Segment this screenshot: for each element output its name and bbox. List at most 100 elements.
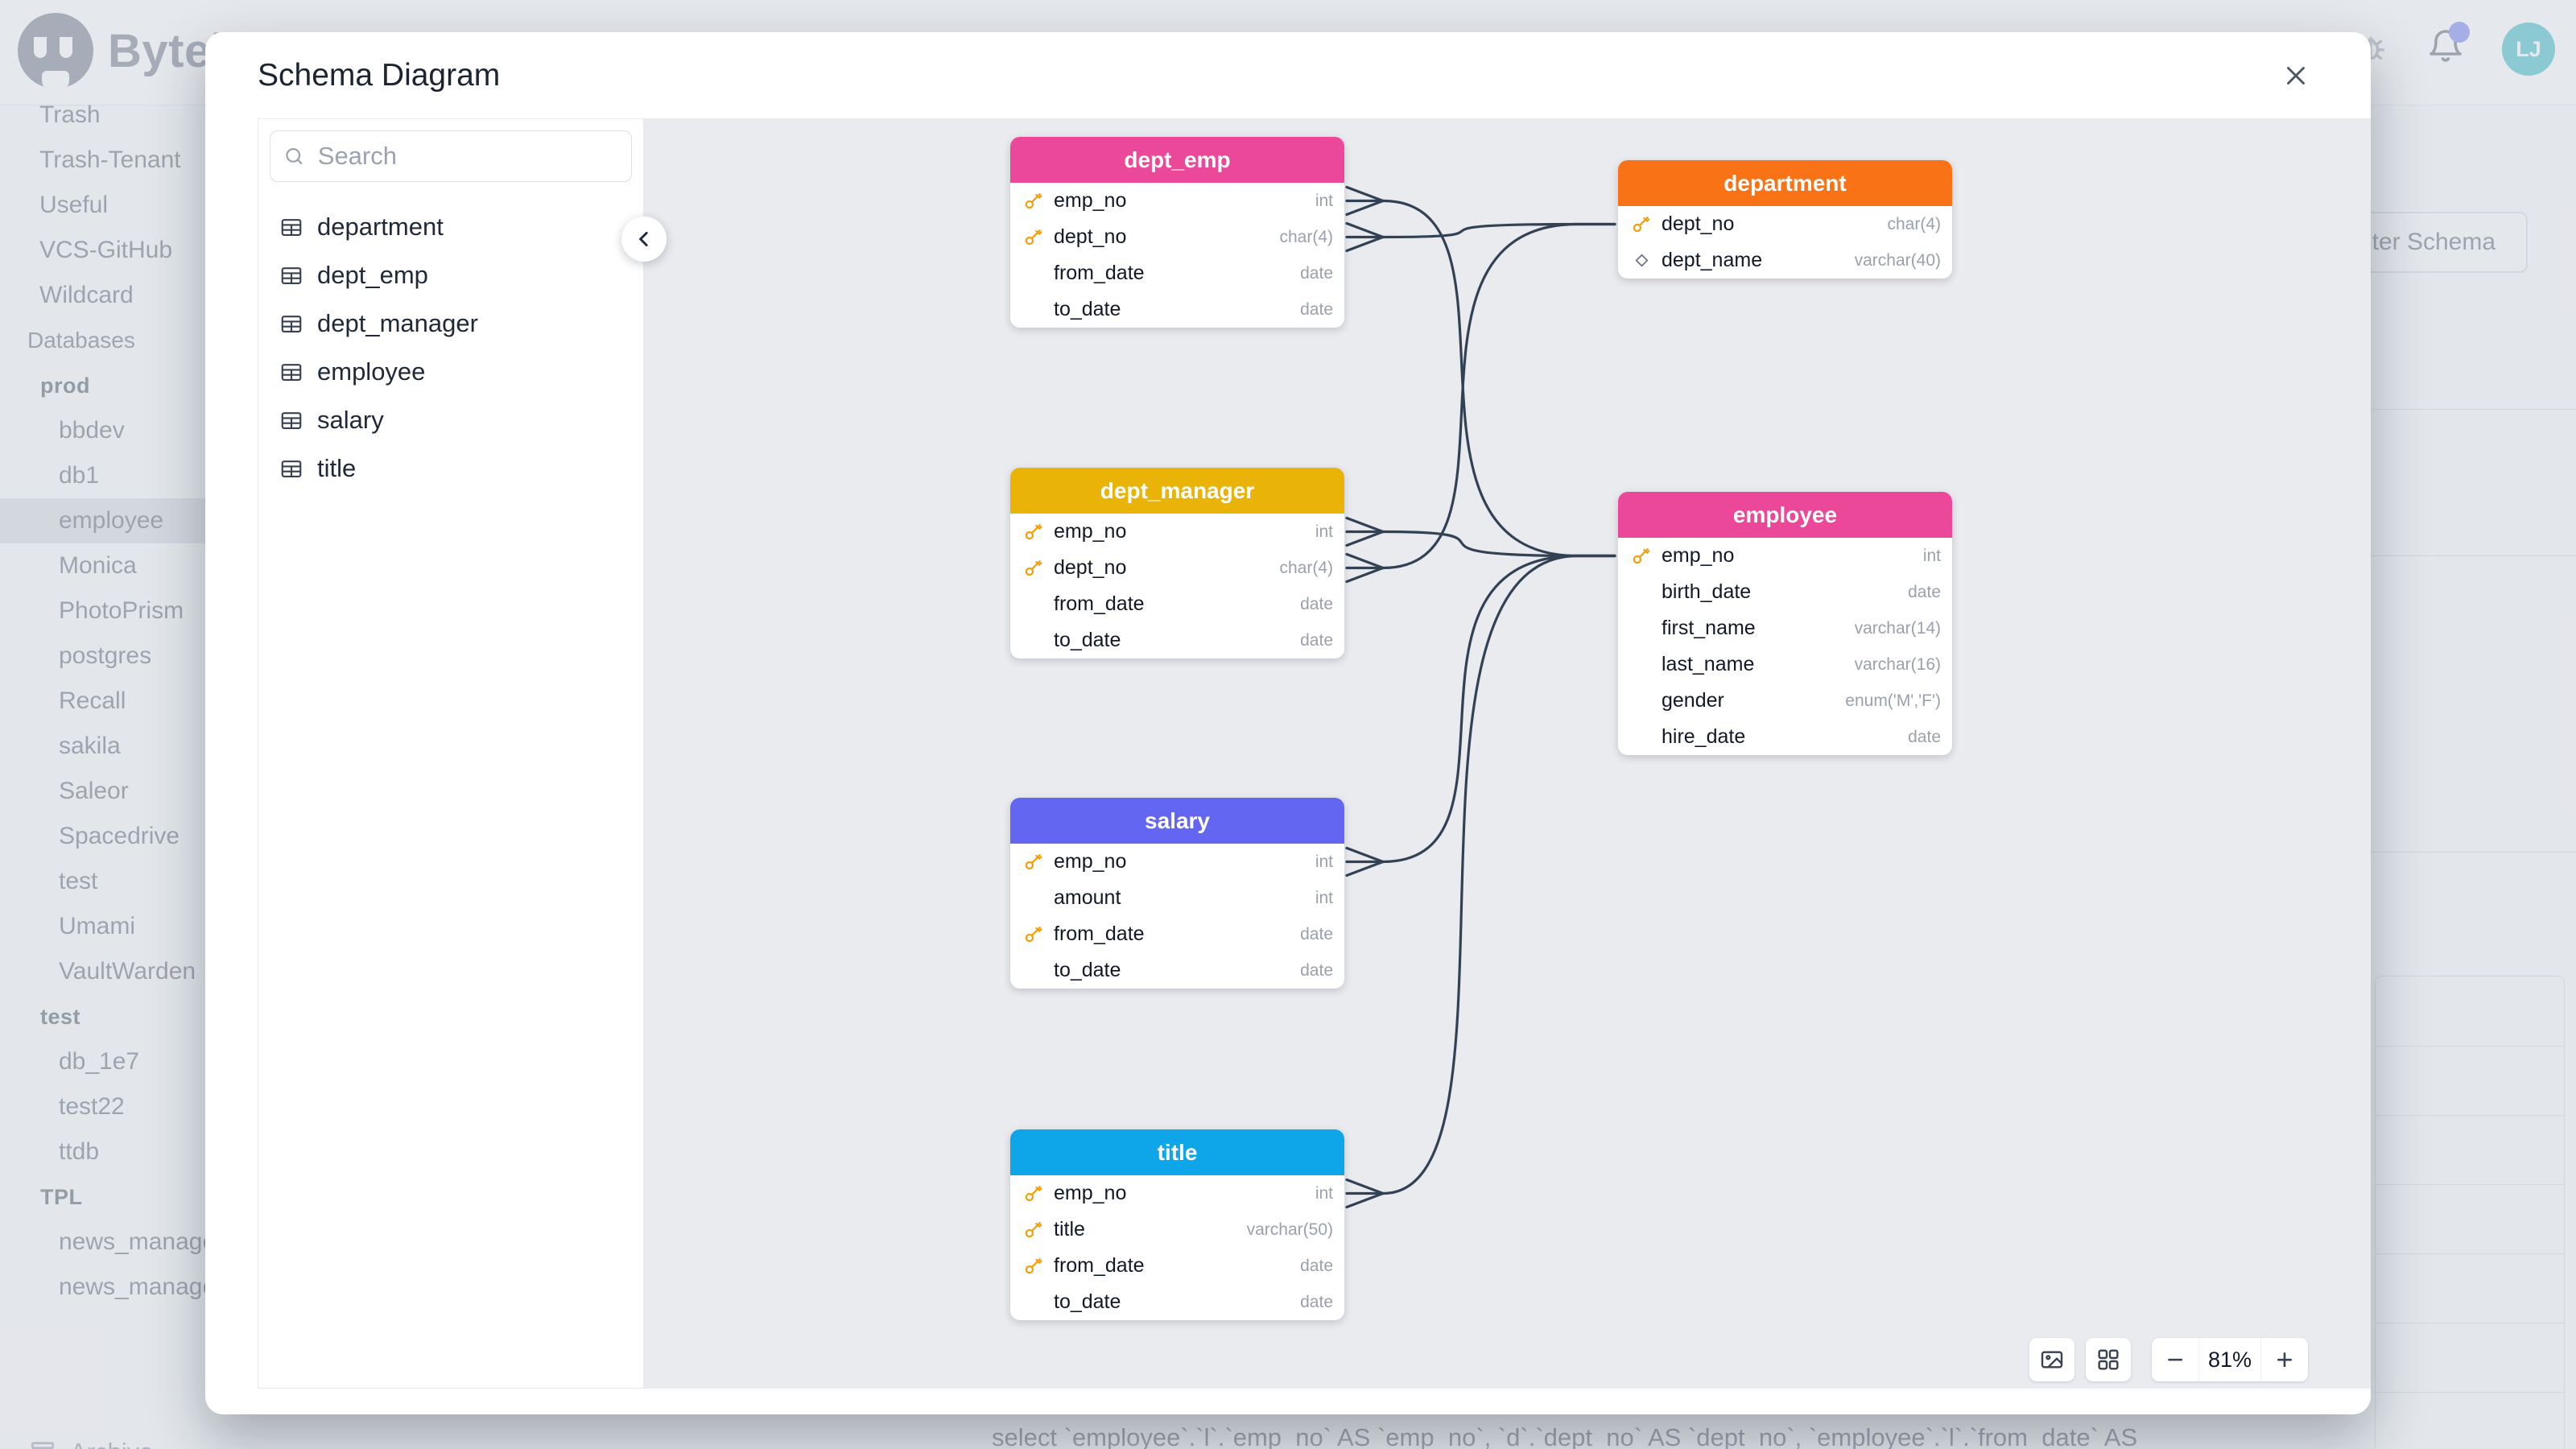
- table-list-item-dept_manager[interactable]: dept_manager: [270, 299, 632, 348]
- table-card-title: employee: [1618, 492, 1952, 538]
- primary-key-icon: [1022, 225, 1046, 250]
- field-type: date: [1300, 924, 1333, 943]
- table-icon: [279, 215, 303, 239]
- no-icon: [1022, 629, 1046, 653]
- primary-key-icon: [1022, 520, 1046, 544]
- relation-dept_manager.dept_no-to-department.dept_no: [1345, 552, 1385, 570]
- relationship-lines: [1345, 185, 1616, 1209]
- table-icon: [279, 312, 303, 336]
- primary-key-icon: [1022, 556, 1046, 580]
- primary-key-icon: [1022, 1218, 1046, 1242]
- table-icon: [279, 263, 303, 287]
- search-input[interactable]: [316, 141, 618, 171]
- field-name: emp_no: [1054, 850, 1127, 873]
- field-type: date: [1300, 960, 1333, 980]
- export-image-button[interactable]: [2029, 1338, 2074, 1381]
- field-type: date: [1300, 594, 1333, 613]
- field-type: enum('M','F'): [1845, 691, 1941, 710]
- search-icon: [286, 147, 303, 165]
- table-icon: [279, 456, 303, 481]
- table-icon: [279, 408, 303, 432]
- field-name: birth_date: [1662, 580, 1752, 603]
- relation-dept_manager.emp_no-to-employee.emp_no: [1345, 516, 1385, 534]
- field-type: varchar(16): [1854, 654, 1941, 674]
- modal-content: departmentdept_empdept_manageremployeesa…: [258, 118, 2371, 1389]
- collapse-panel-button[interactable]: [621, 217, 667, 262]
- chevron-left-icon: [639, 232, 648, 246]
- table-card-title: dept_manager: [1010, 468, 1344, 514]
- table-icon: [279, 360, 303, 384]
- primary-key-icon: [1629, 544, 1653, 568]
- field-name: from_date: [1054, 1254, 1145, 1277]
- field-type: int: [1315, 852, 1333, 871]
- field-name: emp_no: [1054, 1182, 1127, 1204]
- modal-header: Schema Diagram: [205, 32, 2371, 118]
- relation-salary.emp_no-to-employee.emp_no: [1381, 554, 1579, 864]
- field-type: date: [1300, 1256, 1333, 1275]
- field-name: amount: [1054, 886, 1121, 909]
- field-name: first_name: [1662, 617, 1756, 639]
- relation-dept_emp.emp_no-to-employee.emp_no: [1381, 199, 1579, 558]
- no-icon: [1629, 617, 1653, 641]
- primary-key-icon: [1022, 850, 1046, 874]
- table-list-item-title[interactable]: title: [270, 444, 632, 493]
- no-icon: [1629, 725, 1653, 749]
- canvas-toolbar: − 81% +: [2029, 1338, 2308, 1381]
- field-type: char(4): [1279, 558, 1333, 577]
- field-row-dept_manager-from_date: from_date date: [1010, 586, 1344, 622]
- field-name: dept_name: [1662, 249, 1763, 271]
- search-box[interactable]: [270, 130, 632, 182]
- primary-key-icon: [1629, 213, 1653, 237]
- relation-dept_manager.emp_no-to-employee.emp_no: [1381, 530, 1579, 558]
- field-name: to_date: [1054, 1290, 1121, 1313]
- relation-dept_emp.emp_no-to-employee.emp_no: [1345, 185, 1385, 203]
- table-list-item-department[interactable]: department: [270, 203, 632, 251]
- auto-layout-button[interactable]: [2086, 1338, 2131, 1381]
- no-icon: [1022, 298, 1046, 322]
- no-icon: [1629, 689, 1653, 713]
- relation-dept_emp.dept_no-to-department.dept_no: [1345, 235, 1385, 253]
- field-name: dept_no: [1054, 225, 1127, 248]
- relation-dept_emp.dept_no-to-department.dept_no: [1381, 222, 1579, 239]
- field-type: varchar(50): [1246, 1220, 1333, 1239]
- field-type: char(4): [1887, 214, 1941, 233]
- table-list-item-employee[interactable]: employee: [270, 348, 632, 396]
- field-row-title-from_date: from_date date: [1010, 1248, 1344, 1284]
- field-name: from_date: [1054, 592, 1145, 615]
- table-list-item-dept_emp[interactable]: dept_emp: [270, 251, 632, 299]
- relation-dept_manager.emp_no-to-employee.emp_no: [1345, 530, 1385, 547]
- field-type: date: [1300, 1292, 1333, 1311]
- primary-key-icon: [1022, 923, 1046, 947]
- relation-dept_emp.dept_no-to-department.dept_no: [1345, 221, 1385, 239]
- close-icon[interactable]: [2274, 54, 2318, 97]
- table-list-label: dept_manager: [317, 309, 478, 337]
- field-type: int: [1315, 1183, 1333, 1203]
- zoom-out-button[interactable]: −: [2152, 1338, 2198, 1381]
- field-type: varchar(40): [1854, 250, 1941, 270]
- no-icon: [1022, 959, 1046, 983]
- relation-dept_emp.emp_no-to-employee.emp_no: [1345, 199, 1385, 217]
- zoom-in-button[interactable]: +: [2261, 1338, 2308, 1381]
- table-card-title: dept_emp: [1010, 137, 1344, 183]
- table-card-title: title: [1010, 1129, 1344, 1175]
- table-list-label: salary: [317, 406, 384, 434]
- table-list-item-salary[interactable]: salary: [270, 396, 632, 444]
- no-icon: [1022, 262, 1046, 286]
